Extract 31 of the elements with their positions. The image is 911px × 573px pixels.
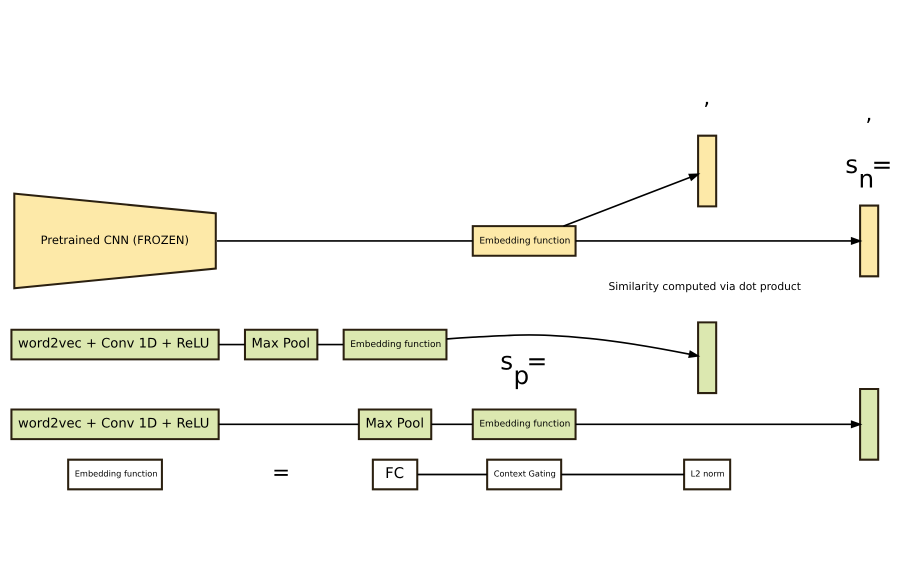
node-box: Embedding function (342, 328, 448, 360)
label: = (272, 460, 290, 486)
node-bar (697, 320, 718, 394)
arrow (563, 172, 700, 226)
node-box: Context Gating (486, 458, 562, 490)
connector (217, 240, 473, 242)
node-box: Max Pool (358, 408, 432, 440)
connector (431, 423, 473, 425)
connector (218, 423, 359, 425)
node-box: FC (372, 458, 418, 490)
label: , (703, 85, 710, 110)
connector (318, 343, 344, 345)
node-box: Pretrained CNN (FROZEN) (13, 192, 217, 289)
node-bar (859, 204, 880, 277)
label: , (865, 100, 872, 126)
node-box: Embedding function (67, 458, 163, 490)
node-box: Embedding function (472, 224, 577, 256)
node-bar (697, 134, 718, 207)
node-box: word2vec + Conv 1D + ReLU (10, 328, 220, 360)
connector (561, 473, 684, 475)
node-box: word2vec + Conv 1D + ReLU (10, 408, 220, 440)
node-box: Embedding function (472, 408, 577, 440)
node-bar (859, 387, 880, 460)
arrow (446, 334, 700, 358)
node-box: Max Pool (244, 328, 318, 360)
label: Similarity computed via dot product (608, 279, 801, 292)
connector (218, 343, 245, 345)
arrow (576, 420, 862, 428)
node-box: L2 norm (683, 458, 732, 490)
arrow (576, 236, 862, 244)
connector (418, 473, 488, 475)
